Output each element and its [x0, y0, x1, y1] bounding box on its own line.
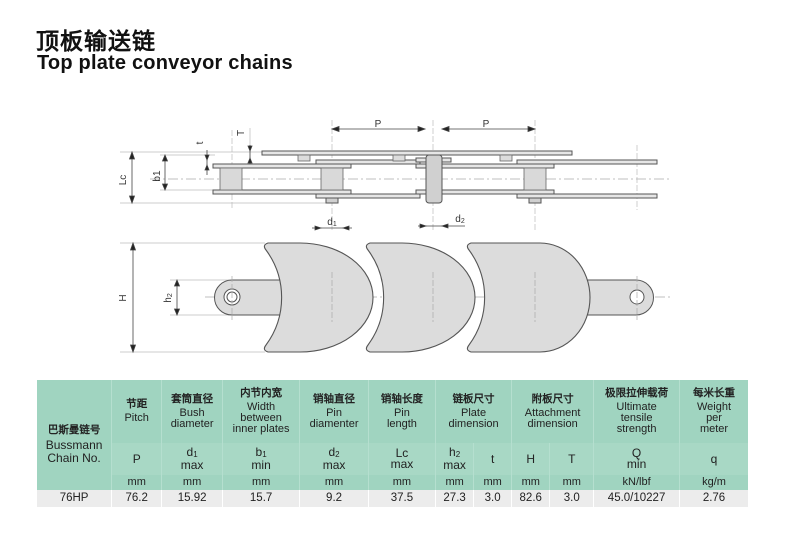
- cell-chain-no: 76HP: [37, 490, 113, 507]
- sym-P: P: [111, 443, 163, 475]
- label-T: T: [236, 130, 247, 136]
- cell-plate-h2: 27.3: [435, 490, 475, 507]
- pitch-dimensions: [330, 125, 537, 133]
- unit: mm: [368, 475, 437, 490]
- cell-plate-t: 3.0: [473, 490, 513, 507]
- spacer-blocks: [297, 154, 513, 162]
- extension-lines: [120, 120, 638, 230]
- label-H: H: [118, 294, 129, 301]
- cell-attachment-H: 82.6: [511, 490, 551, 507]
- unit: mm: [161, 475, 223, 490]
- sym-T: T: [549, 443, 595, 475]
- cell-pin-length: 37.5: [368, 490, 437, 507]
- unit: mm: [549, 475, 595, 490]
- unit: mm: [473, 475, 513, 490]
- cell-weight: 2.76: [679, 490, 748, 507]
- t-dimension: [204, 150, 210, 175]
- sym-q: q: [679, 443, 748, 475]
- unit: mm: [511, 475, 551, 490]
- cell-pitch: 76.2: [111, 490, 163, 507]
- cell-inner-width: 15.7: [222, 490, 301, 507]
- lc-dimension: [128, 150, 136, 205]
- table-row: 76HP 76.2 15.92 15.7 9.2 37.5 27.3 3.0 8…: [37, 490, 748, 507]
- label-h2: h2: [163, 293, 174, 303]
- label-d2: d2: [455, 214, 465, 225]
- b1-dimension: [161, 153, 169, 192]
- side-view: H h2: [118, 241, 670, 354]
- label-t: t: [195, 141, 206, 144]
- left-end-lug: [214, 279, 301, 316]
- top-view: P P Lc b1 t T: [118, 119, 670, 231]
- sym-H: H: [511, 443, 551, 475]
- header-row-units: mm mm mm mm mm mm mm mm mm kN/lbf kg/m: [37, 475, 748, 490]
- right-end-lug: [579, 279, 654, 316]
- bushes: [219, 167, 547, 191]
- T-dimension: [247, 145, 253, 164]
- page-title-en: Top plate conveyor chains: [37, 52, 293, 74]
- cell-attachment-T: 3.0: [549, 490, 595, 507]
- unit: mm: [299, 475, 369, 490]
- cell-pin-diameter: 9.2: [299, 490, 369, 507]
- cell-bush-diameter: 15.92: [161, 490, 223, 507]
- unit: kg/m: [679, 475, 748, 490]
- chain-technical-drawing: P P Lc b1 t T: [118, 119, 670, 354]
- label-P-2: P: [483, 119, 490, 130]
- top-plate-3: [466, 242, 591, 353]
- label-P-1: P: [375, 119, 382, 130]
- d2-dimension: [418, 223, 465, 229]
- label-d1: d1: [327, 217, 337, 228]
- header-chain-no: 巴斯曼链号 Bussmann Chain No.: [37, 380, 113, 490]
- cell-tensile-strength: 45.0/10227: [593, 490, 681, 507]
- pin-centerlines: [231, 272, 638, 322]
- side-extension-lines: [120, 242, 265, 353]
- pins: [325, 154, 542, 204]
- sym-t: t: [473, 443, 513, 475]
- label-Lc: Lc: [118, 175, 129, 186]
- unit: kN/lbf: [593, 475, 681, 490]
- top-plates: [261, 150, 658, 199]
- unit: mm: [435, 475, 475, 490]
- page-title-cn: 顶板输送链: [36, 29, 156, 55]
- top-plate-1: [263, 242, 374, 353]
- unit: mm: [111, 475, 163, 490]
- h2-dimension: [173, 278, 181, 317]
- top-plate-2: [365, 242, 476, 353]
- unit: mm: [222, 475, 301, 490]
- d1-dimension: [312, 225, 352, 231]
- label-b1: b1: [152, 170, 163, 182]
- H-dimension: [129, 241, 137, 354]
